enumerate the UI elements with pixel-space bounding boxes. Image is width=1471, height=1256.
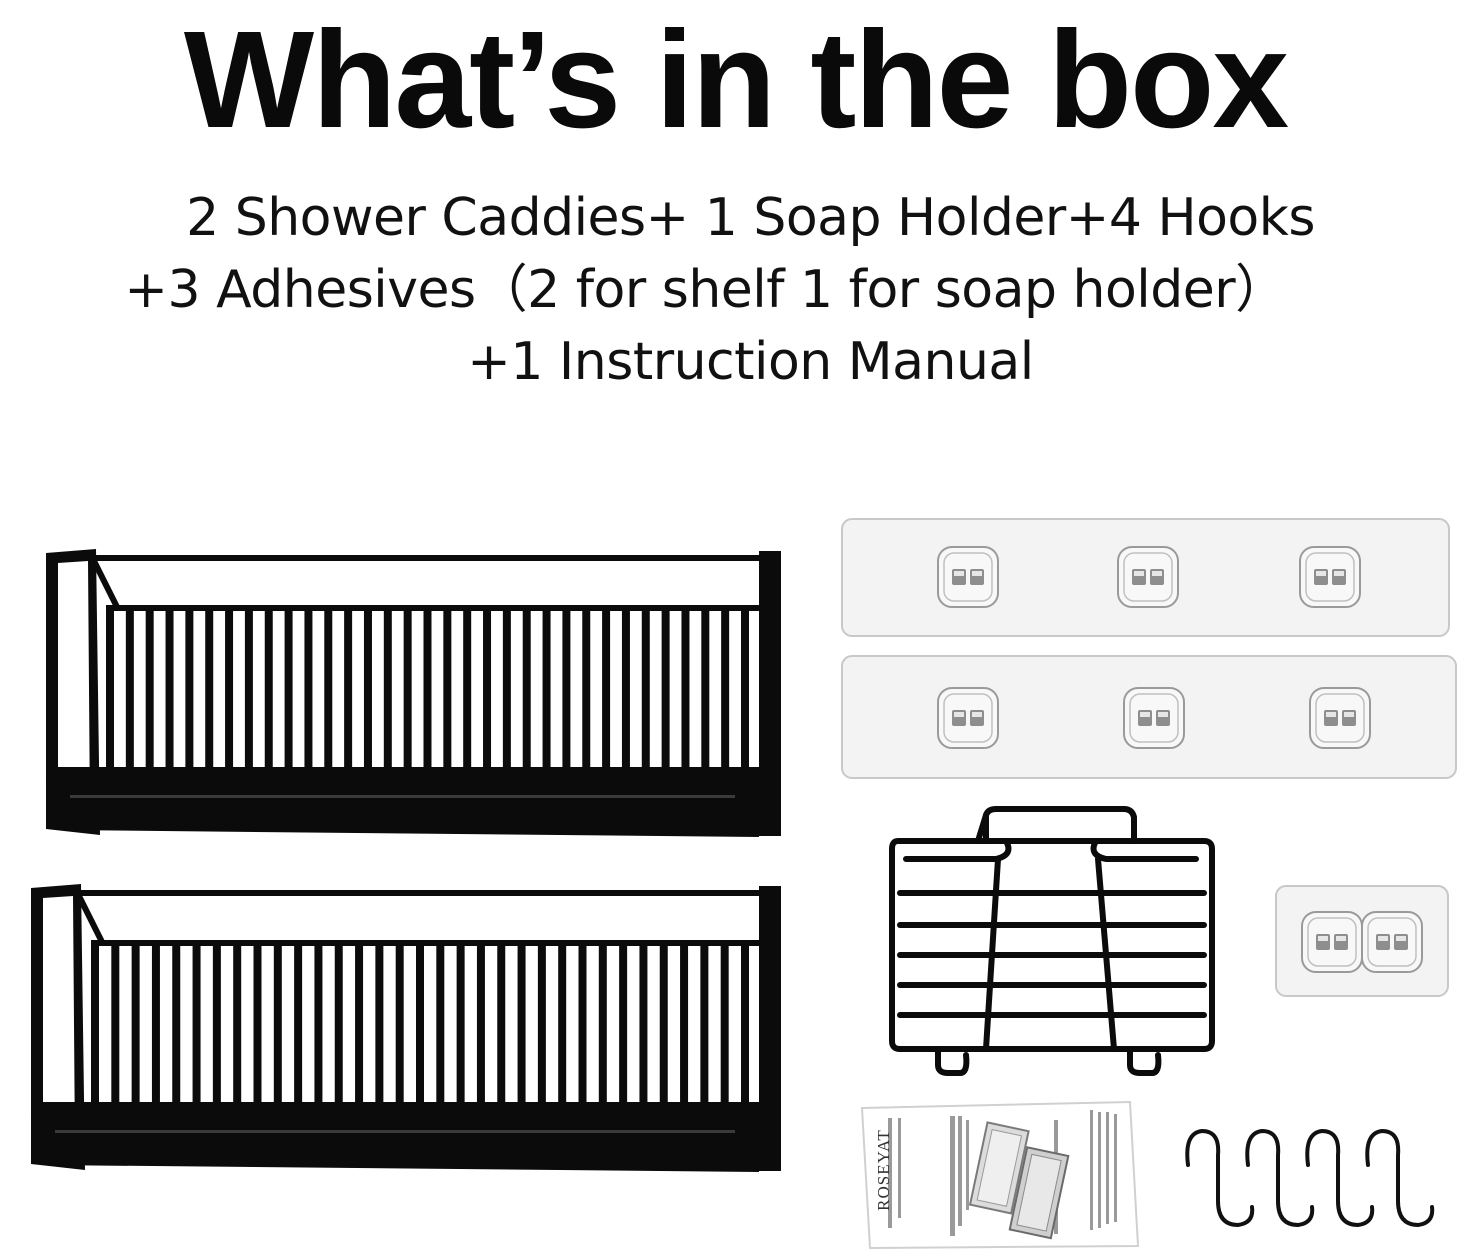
soap-holder-image [889,806,1215,1076]
shower-caddy-image [46,549,781,837]
shower-caddy-image [31,884,781,1172]
instruction-manual-image [860,1100,1140,1250]
contents-line-3: +1 Instruction Manual [467,332,1034,392]
adhesive-hook-icon [937,546,999,608]
adhesive-hook-icon [1361,911,1423,973]
s-hooks-image [1185,1128,1435,1228]
adhesive-hook-icon [1301,911,1363,973]
contents-line-2: +3 Adhesives（2 for shelf 1 for soap hold… [124,260,1287,320]
adhesive-hook-icon [1123,687,1185,749]
soap-holder-adhesive-image [1275,885,1449,997]
adhesive-strip-image [841,655,1457,779]
adhesive-hook-icon [1309,687,1371,749]
manual-brand-label: ROSEYAT [874,1129,893,1211]
adhesive-hook-icon [1117,546,1179,608]
shower-caddy-2 [31,884,781,1172]
adhesive-hook-icon [1299,546,1361,608]
adhesive-hook-icon [937,687,999,749]
contents-line-1: 2 Shower Caddies+ 1 Soap Holder+4 Hooks [186,188,1315,248]
shower-caddy-1 [46,549,781,837]
page-title: What’s in the box [183,3,1289,157]
adhesive-strip-image [841,518,1450,637]
